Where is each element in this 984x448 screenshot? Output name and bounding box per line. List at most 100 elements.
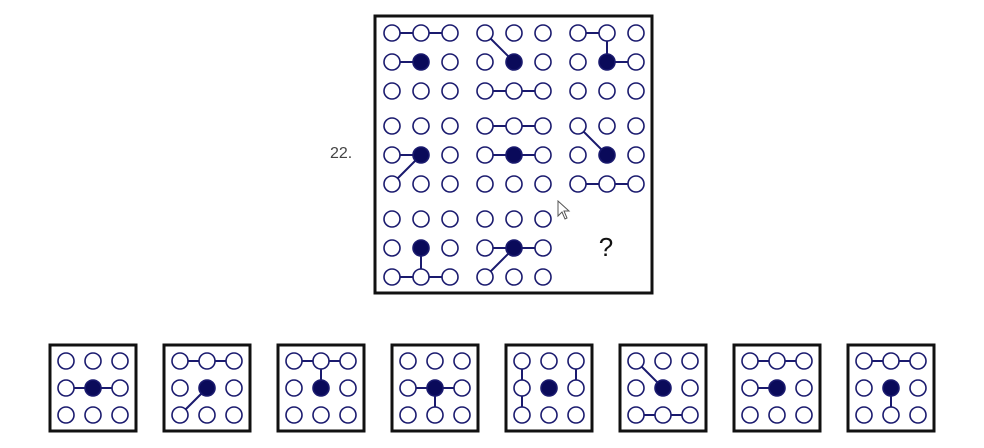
mouse-cursor-icon <box>557 200 571 220</box>
empty-dot <box>412 210 430 228</box>
empty-dot <box>399 379 417 397</box>
empty-dot <box>412 117 430 135</box>
answer-option-2[interactable] <box>162 343 252 433</box>
empty-dot <box>476 146 494 164</box>
empty-dot <box>534 239 552 257</box>
empty-dot <box>225 352 243 370</box>
answer-option-1[interactable] <box>48 343 138 433</box>
empty-dot <box>399 406 417 424</box>
answer-option-7[interactable] <box>732 343 822 433</box>
empty-dot <box>855 406 873 424</box>
matrix-cell-2 <box>476 24 552 100</box>
empty-dot <box>426 352 444 370</box>
empty-dot <box>741 352 759 370</box>
matrix-cell-4 <box>383 117 459 193</box>
filled-dot <box>882 379 900 397</box>
empty-dot <box>513 379 531 397</box>
empty-dot <box>768 406 786 424</box>
option-pattern-4 <box>399 352 471 424</box>
empty-dot <box>598 117 616 135</box>
empty-dot <box>627 24 645 42</box>
empty-dot <box>383 239 401 257</box>
empty-dot <box>383 175 401 193</box>
empty-dot <box>383 146 401 164</box>
empty-dot <box>534 82 552 100</box>
filled-dot <box>412 239 430 257</box>
empty-dot <box>654 352 672 370</box>
empty-dot <box>285 379 303 397</box>
empty-dot <box>441 82 459 100</box>
option-pattern-7 <box>741 352 813 424</box>
empty-dot <box>339 379 357 397</box>
empty-dot <box>399 352 417 370</box>
empty-dot <box>476 268 494 286</box>
empty-dot <box>412 175 430 193</box>
empty-dot <box>84 352 102 370</box>
filled-dot <box>412 146 430 164</box>
empty-dot <box>312 406 330 424</box>
empty-dot <box>567 379 585 397</box>
empty-dot <box>569 117 587 135</box>
empty-dot <box>505 175 523 193</box>
empty-dot <box>569 82 587 100</box>
empty-dot <box>795 406 813 424</box>
missing-cell-question-mark: ? <box>599 232 613 262</box>
empty-dot <box>795 352 813 370</box>
empty-dot <box>285 352 303 370</box>
empty-dot <box>57 379 75 397</box>
empty-dot <box>441 175 459 193</box>
empty-dot <box>171 352 189 370</box>
empty-dot <box>383 268 401 286</box>
answer-option-4[interactable] <box>390 343 480 433</box>
empty-dot <box>285 406 303 424</box>
matrix-cell-8 <box>476 210 552 286</box>
filled-dot <box>412 53 430 71</box>
empty-dot <box>225 379 243 397</box>
option-pattern-5 <box>513 352 585 424</box>
empty-dot <box>476 210 494 228</box>
matrix-cell-6 <box>569 117 645 193</box>
empty-dot <box>567 352 585 370</box>
answer-option-3[interactable] <box>276 343 366 433</box>
empty-dot <box>111 379 129 397</box>
answer-option-6[interactable] <box>618 343 708 433</box>
empty-dot <box>598 24 616 42</box>
empty-dot <box>598 175 616 193</box>
option-pattern-6 <box>627 352 699 424</box>
empty-dot <box>882 352 900 370</box>
empty-dot <box>383 82 401 100</box>
question-number: 22. <box>330 145 353 162</box>
empty-dot <box>412 24 430 42</box>
empty-dot <box>513 352 531 370</box>
empty-dot <box>567 406 585 424</box>
empty-dot <box>569 146 587 164</box>
option-pattern-2 <box>171 352 243 424</box>
empty-dot <box>57 352 75 370</box>
empty-dot <box>627 379 645 397</box>
filled-dot <box>540 379 558 397</box>
empty-dot <box>569 24 587 42</box>
empty-dot <box>534 268 552 286</box>
empty-dot <box>534 175 552 193</box>
empty-dot <box>505 82 523 100</box>
empty-dot <box>534 146 552 164</box>
answer-option-5[interactable] <box>504 343 594 433</box>
empty-dot <box>383 210 401 228</box>
empty-dot <box>768 352 786 370</box>
empty-dot <box>505 210 523 228</box>
empty-dot <box>681 352 699 370</box>
empty-dot <box>627 175 645 193</box>
empty-dot <box>453 352 471 370</box>
answer-option-8[interactable] <box>846 343 936 433</box>
filled-dot <box>768 379 786 397</box>
empty-dot <box>441 210 459 228</box>
empty-dot <box>505 24 523 42</box>
empty-dot <box>505 268 523 286</box>
filled-dot <box>505 239 523 257</box>
empty-dot <box>171 379 189 397</box>
empty-dot <box>505 117 523 135</box>
filled-dot <box>598 53 616 71</box>
empty-dot <box>681 406 699 424</box>
empty-dot <box>339 406 357 424</box>
